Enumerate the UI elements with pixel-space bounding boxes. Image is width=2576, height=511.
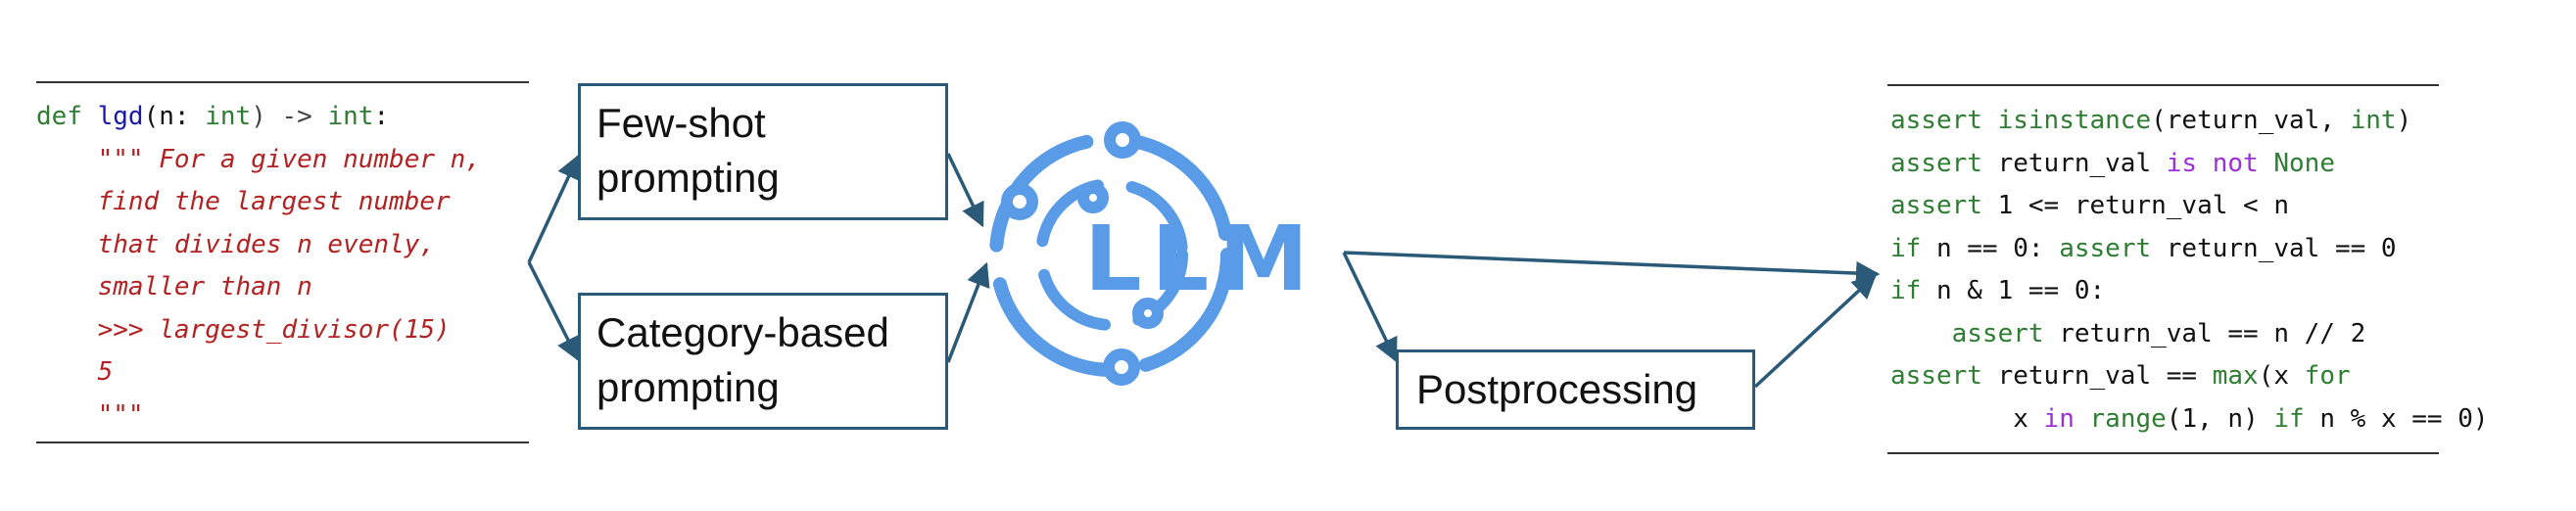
code-text: return_val == n // 2 bbox=[2043, 318, 2366, 348]
code-kw: assert bbox=[1890, 148, 1982, 178]
code-if: if bbox=[2273, 403, 2305, 434]
logo-node-bottom bbox=[1103, 348, 1140, 386]
code-type: int bbox=[2350, 106, 2397, 135]
logo-node-inner-bottom bbox=[1132, 298, 1164, 329]
code-fn: range bbox=[2089, 403, 2167, 434]
code-kw: assert bbox=[1951, 318, 2044, 348]
code-text: return_val == bbox=[1981, 361, 2213, 391]
arrow-code-to-fewshot bbox=[527, 154, 580, 263]
sig-ret-type: int bbox=[327, 102, 374, 131]
arrow-post-to-output bbox=[1753, 274, 1877, 389]
input-code-bottom-rule bbox=[36, 441, 529, 443]
docstring-line: that divides n evenly, bbox=[97, 229, 435, 259]
output-code-top-rule bbox=[1887, 84, 2439, 86]
arrow-fewshot-to-llm bbox=[946, 153, 984, 228]
input-code-top-rule bbox=[36, 81, 529, 83]
code-is: is bbox=[2166, 148, 2198, 178]
code-text: return_val == 0 bbox=[2151, 233, 2397, 263]
code-kw: assert bbox=[1890, 361, 1982, 391]
logo-inner-arc bbox=[1035, 178, 1188, 331]
sig-params: (n: bbox=[143, 102, 206, 131]
arrow-llm-to-output bbox=[1343, 251, 1881, 286]
docstring-line: """ bbox=[97, 399, 144, 430]
sig-colon: : bbox=[373, 102, 390, 131]
few-shot-label-line2: prompting bbox=[596, 155, 780, 201]
code-text: x bbox=[2013, 403, 2044, 434]
logo-node-left bbox=[1001, 183, 1038, 220]
sig-fn-name: lgd bbox=[97, 102, 144, 131]
output-code-block: assert isinstance(return_val, int) asser… bbox=[1890, 100, 2489, 441]
logo-node-top bbox=[1104, 121, 1141, 159]
category-based-prompting-box: Category-based prompting bbox=[578, 293, 948, 430]
code-in: in bbox=[2043, 403, 2075, 434]
docstring-line: >>> largest_divisor(15) bbox=[97, 314, 451, 345]
sig-arrow: ) -> bbox=[251, 102, 328, 131]
code-text: n == 0: bbox=[1921, 233, 2060, 263]
code-text: ) bbox=[2396, 106, 2412, 135]
code-kw: assert bbox=[1890, 106, 1982, 135]
input-code-block: def lgd(n: int) -> int: """ For a given … bbox=[36, 96, 481, 437]
few-shot-prompting-box: Few-shot prompting bbox=[578, 83, 948, 220]
code-fn: isinstance bbox=[1997, 106, 2152, 135]
sig-def: def bbox=[36, 102, 82, 131]
code-if: if bbox=[1890, 276, 1922, 305]
code-none: None bbox=[2273, 148, 2335, 178]
code-text: n & 1 == 0: bbox=[1921, 276, 2106, 305]
category-label-line2: prompting bbox=[596, 364, 780, 410]
docstring-line: 5 bbox=[97, 357, 114, 387]
code-kw: assert bbox=[1890, 191, 1982, 220]
code-text: (return_val, bbox=[2151, 106, 2351, 135]
postprocessing-box: Postprocessing bbox=[1396, 349, 1755, 430]
code-kw: assert bbox=[2059, 233, 2152, 263]
sig-param-type: int bbox=[205, 102, 252, 131]
code-text: n % x == 0) bbox=[2304, 403, 2489, 434]
category-label-line1: Category-based bbox=[596, 309, 889, 355]
code-if: if bbox=[1890, 233, 1922, 263]
llm-logo: LLM bbox=[989, 121, 1318, 386]
few-shot-label-line1: Few-shot bbox=[596, 100, 766, 146]
code-text: 1 <= return_val < n bbox=[1981, 191, 2289, 220]
docstring-line: find the largest number bbox=[97, 187, 451, 216]
code-text: (x bbox=[2258, 361, 2305, 391]
code-for: for bbox=[2304, 361, 2351, 391]
docstring-line: smaller than n bbox=[97, 272, 312, 302]
llm-logo-text: LLM bbox=[1084, 207, 1318, 311]
docstring-line: """ For a given number n, bbox=[97, 144, 481, 174]
arrow-category-to-llm bbox=[946, 261, 990, 363]
code-text: return_val bbox=[1981, 148, 2167, 178]
arrow-llm-to-post bbox=[1342, 252, 1398, 363]
logo-node-inner-top bbox=[1077, 182, 1109, 213]
output-code-bottom-rule bbox=[1887, 452, 2439, 454]
code-text: (1, n) bbox=[2166, 403, 2274, 434]
postprocessing-label: Postprocessing bbox=[1416, 366, 1698, 412]
arrow-code-to-category bbox=[527, 261, 580, 362]
code-fn: max bbox=[2212, 361, 2259, 391]
code-not: not bbox=[2212, 148, 2259, 178]
